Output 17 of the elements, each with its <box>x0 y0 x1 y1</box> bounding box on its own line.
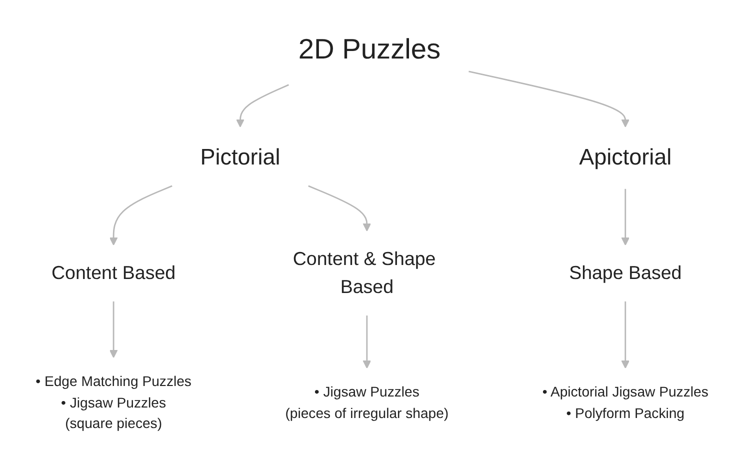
node-text: Content Based <box>52 262 176 284</box>
arrow <box>362 315 372 368</box>
node-text: Pictorial <box>200 144 280 170</box>
node-text: • Apictorial Jigsaw Puzzles • Polyform Packing <box>542 384 708 421</box>
arrow <box>236 84 289 128</box>
arrow <box>109 185 172 246</box>
node-text: • Edge Matching Puzzles • Jigsaw Puzzles (square pieces) <box>36 373 192 432</box>
node-text: Apictorial <box>579 144 672 170</box>
node-text: 2D Puzzles <box>298 34 441 65</box>
node-text: Shape Based <box>569 262 682 284</box>
arrow <box>109 301 118 358</box>
node-text: Content & Shape Based <box>292 248 436 298</box>
arrow <box>621 301 630 368</box>
arrow <box>621 188 630 246</box>
arrow <box>468 70 630 128</box>
node-text: • Jigsaw Puzzles (pieces of irregular shape) <box>285 384 449 421</box>
arrow <box>308 185 372 232</box>
